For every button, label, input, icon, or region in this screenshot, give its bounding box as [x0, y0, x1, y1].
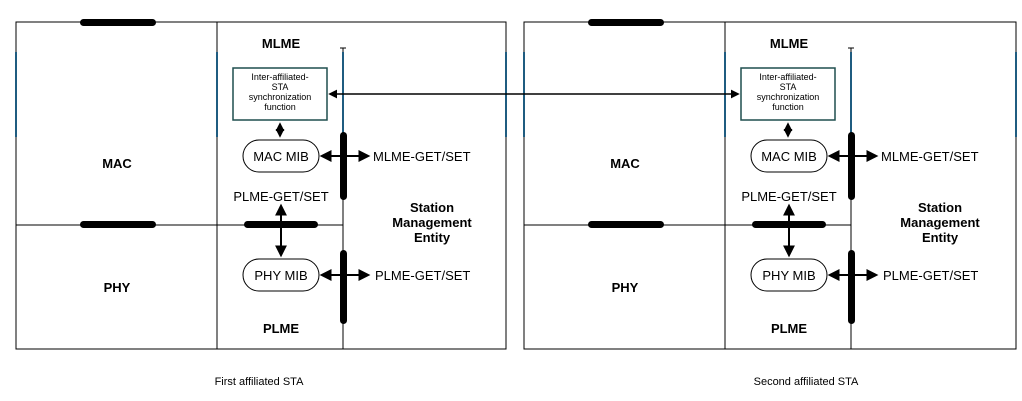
phy-mib-pill: [242, 258, 320, 292]
plme-get-set-internal: PLME-GET/SET: [233, 189, 328, 204]
station-second: MAC PHY MLME PLME Inter-affiliated- STA …: [523, 19, 1017, 388]
phy-mib-label: PHY MIB: [762, 268, 815, 283]
sap-bar: [340, 132, 347, 200]
sync-function-line-2: STA: [272, 82, 289, 92]
sme-line-2: Management: [900, 215, 980, 230]
sap-bar: [588, 19, 664, 26]
sme-line-3: Entity: [922, 230, 959, 245]
mlme-get-set-label: MLME-GET/SET: [373, 149, 471, 164]
sync-function-line-1: Inter-affiliated-: [251, 72, 308, 82]
mac-label: MAC: [610, 156, 640, 171]
sync-function-box: [232, 67, 328, 121]
sync-function-box: [740, 67, 836, 121]
station-frame: [523, 21, 1017, 350]
mac-mib-pill: [242, 139, 320, 173]
mac-mib-label: MAC MIB: [761, 149, 817, 164]
plme-get-set-internal: PLME-GET/SET: [741, 189, 836, 204]
sync-function-line-3: synchronization: [757, 92, 820, 102]
mac-mib-label: MAC MIB: [253, 149, 309, 164]
sap-bar: [848, 132, 855, 200]
sync-function-line-3: synchronization: [249, 92, 312, 102]
station-caption: First affiliated STA: [215, 376, 305, 388]
sap-bar: [80, 221, 156, 228]
sync-function-line-2: STA: [780, 82, 797, 92]
sync-function-line-1: Inter-affiliated-: [759, 72, 816, 82]
plme-get-set-label: PLME-GET/SET: [883, 268, 978, 283]
station-caption: Second affiliated STA: [754, 376, 859, 388]
sync-function-line-4: function: [772, 102, 804, 112]
phy-mib-pill: [750, 258, 828, 292]
sap-bar: [340, 250, 347, 324]
sap-bar: [588, 221, 664, 228]
sme-line-2: Management: [392, 215, 472, 230]
mlme-label: MLME: [262, 36, 301, 51]
mlme-get-set-label: MLME-GET/SET: [881, 149, 979, 164]
phy-label: PHY: [612, 280, 639, 295]
sme-line-1: Station: [410, 200, 454, 215]
plme-label: PLME: [771, 321, 807, 336]
phy-mib-label: PHY MIB: [254, 268, 307, 283]
mac-label: MAC: [102, 156, 132, 171]
sync-function-line-4: function: [264, 102, 296, 112]
sap-bar: [848, 250, 855, 324]
sap-bar: [80, 19, 156, 26]
station-first: MAC PHY MLME PLME Inter-affiliated- STA …: [15, 19, 507, 388]
phy-label: PHY: [104, 280, 131, 295]
plme-label: PLME: [263, 321, 299, 336]
station-frame: [15, 21, 507, 350]
mac-mib-pill: [750, 139, 828, 173]
sme-line-3: Entity: [414, 230, 451, 245]
sme-line-1: Station: [918, 200, 962, 215]
mlme-label: MLME: [770, 36, 809, 51]
plme-get-set-label: PLME-GET/SET: [375, 268, 470, 283]
